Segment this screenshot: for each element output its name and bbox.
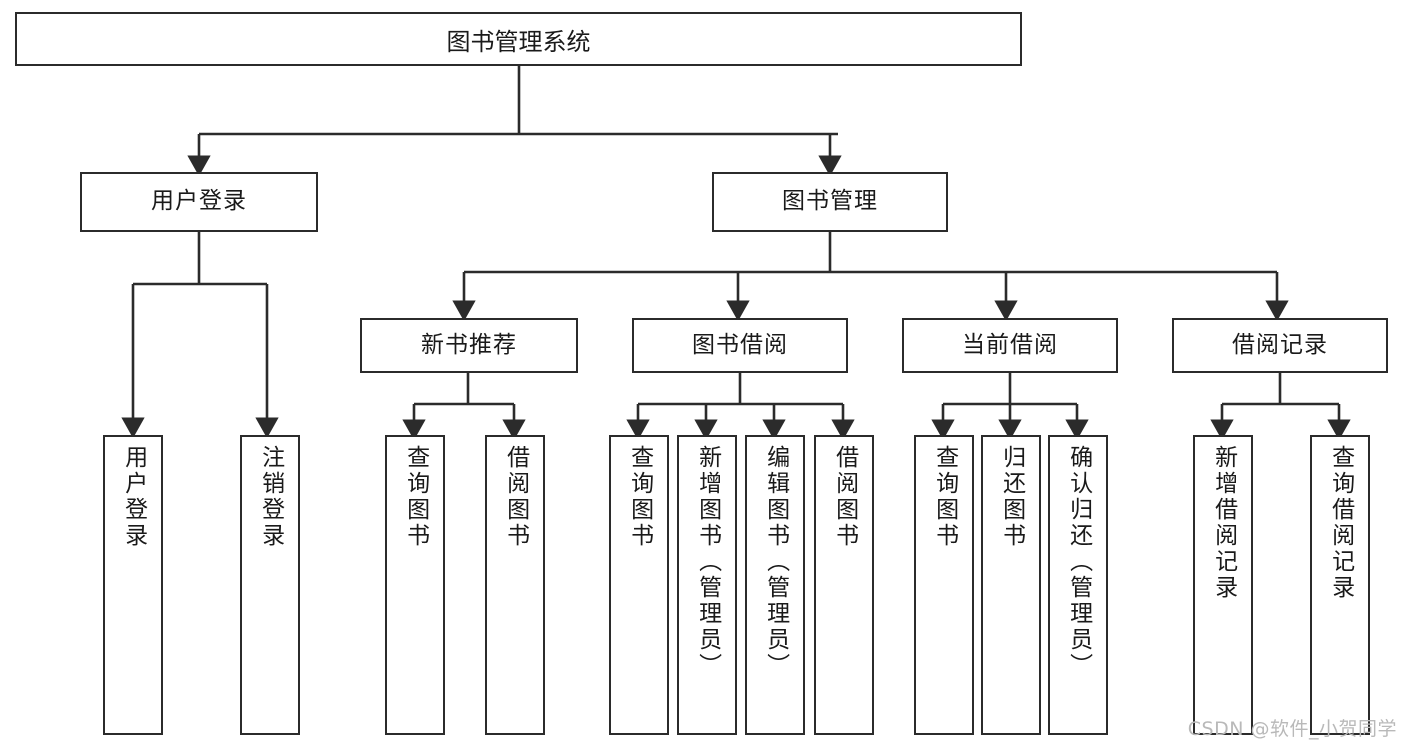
node-label: 当前借阅 [962,331,1058,358]
node-label: 图书管理系统 [446,27,591,56]
leaf-borrow-book-recommend[interactable]: 借阅图书 [485,435,545,735]
leaf-query-book-borrow[interactable]: 查询图书 [609,435,669,735]
leaf-label: 查询图书 [931,445,958,549]
leaf-query-borrow-record[interactable]: 查询借阅记录 [1310,435,1370,735]
leaf-borrow-book[interactable]: 借阅图书 [814,435,874,735]
node-user-login[interactable]: 用户登录 [80,172,318,232]
watermark: CSDN @软件_小贺同学 [1187,718,1397,740]
leaf-label: 新增借阅记录 [1210,445,1237,601]
leaf-label: 归还图书 [998,445,1025,549]
node-label: 新书推荐 [421,331,517,358]
leaf-confirm-return-admin[interactable]: 确认归还（管理员） [1048,435,1108,735]
leaf-query-book-current[interactable]: 查询图书 [914,435,974,735]
leaf-logout[interactable]: 注销登录 [240,435,300,735]
leaf-query-book-recommend[interactable]: 查询图书 [385,435,445,735]
leaf-label: 注销登录 [257,445,284,549]
leaf-label: 查询图书 [402,445,429,549]
node-borrow-record[interactable]: 借阅记录 [1172,318,1388,373]
node-current-borrow[interactable]: 当前借阅 [902,318,1118,373]
node-label: 借阅记录 [1232,331,1328,358]
leaf-label: 确认归还（管理员） [1065,445,1092,679]
leaf-label: 用户登录 [120,445,147,549]
leaf-add-borrow-record[interactable]: 新增借阅记录 [1193,435,1253,735]
leaf-edit-book-admin[interactable]: 编辑图书（管理员） [745,435,805,735]
leaf-user-login[interactable]: 用户登录 [103,435,163,735]
node-new-book-recommend[interactable]: 新书推荐 [360,318,578,373]
leaf-label: 新增图书（管理员） [694,445,721,679]
node-book-management[interactable]: 图书管理 [712,172,948,232]
leaf-label: 查询图书 [626,445,653,549]
leaf-add-book-admin[interactable]: 新增图书（管理员） [677,435,737,735]
node-book-borrow[interactable]: 图书借阅 [632,318,848,373]
leaf-label: 借阅图书 [831,445,858,549]
leaf-label: 查询借阅记录 [1327,445,1354,601]
leaf-return-book[interactable]: 归还图书 [981,435,1041,735]
leaf-label: 编辑图书（管理员） [762,445,789,679]
node-label: 图书管理 [782,188,878,215]
node-label: 图书借阅 [692,331,788,358]
node-root-system[interactable]: 图书管理系统 [15,12,1022,66]
node-label: 用户登录 [151,188,247,215]
leaf-label: 借阅图书 [502,445,529,549]
